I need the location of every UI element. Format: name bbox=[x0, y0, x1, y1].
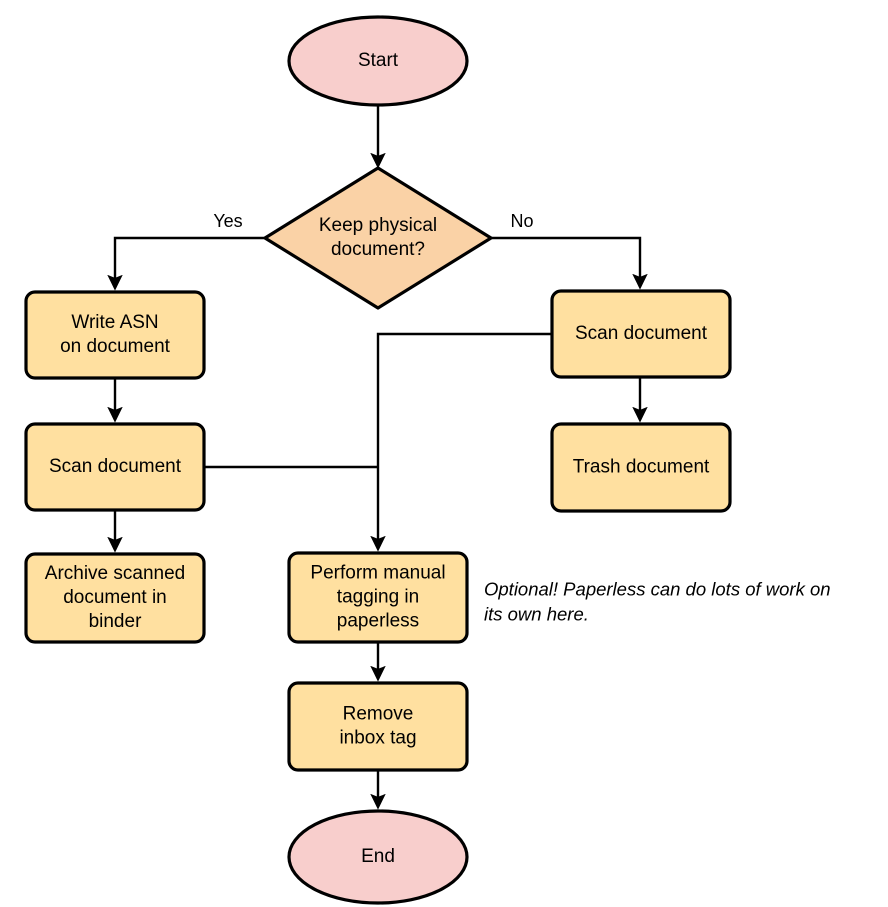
node-label: Scan document bbox=[575, 323, 708, 344]
node-end[interactable]: End bbox=[287, 809, 469, 905]
edge-label-decision-no: No bbox=[510, 211, 533, 231]
process-shape[interactable] bbox=[24, 422, 206, 512]
terminator-shape[interactable] bbox=[287, 15, 469, 107]
edge-decision-no: No bbox=[491, 211, 648, 290]
terminator-shape[interactable] bbox=[287, 809, 469, 905]
edges-layer: Yes No bbox=[107, 105, 648, 810]
process-shape[interactable] bbox=[24, 552, 206, 644]
edge-path bbox=[491, 236, 648, 290]
node-label: Start bbox=[358, 50, 399, 71]
node-label: Scan document bbox=[49, 456, 182, 477]
edge-path bbox=[107, 236, 265, 291]
node-trash-document[interactable]: Trash document bbox=[550, 422, 732, 513]
node-start[interactable]: Start bbox=[287, 15, 469, 107]
edge-label-decision-yes: Yes bbox=[213, 211, 242, 231]
process-shape[interactable] bbox=[287, 681, 469, 772]
process-shape[interactable] bbox=[550, 289, 732, 379]
node-scan-left[interactable]: Scan document bbox=[24, 422, 206, 512]
process-shape[interactable] bbox=[550, 422, 732, 513]
edge-scan-right-to-tagging bbox=[370, 332, 552, 552]
process-shape[interactable] bbox=[287, 551, 469, 644]
edge-decision-yes: Yes bbox=[107, 211, 265, 291]
annotations-layer: Optional! Paperless can do lots of work … bbox=[484, 578, 831, 624]
annotation-optional-note: Optional! Paperless can do lots of work … bbox=[484, 578, 831, 624]
node-scan-right[interactable]: Scan document bbox=[550, 289, 732, 379]
node-label: End bbox=[361, 846, 395, 867]
decision-shape[interactable] bbox=[263, 166, 493, 310]
process-shape[interactable] bbox=[24, 290, 206, 380]
node-label: Trash document bbox=[573, 457, 710, 478]
edge-path bbox=[370, 332, 552, 552]
